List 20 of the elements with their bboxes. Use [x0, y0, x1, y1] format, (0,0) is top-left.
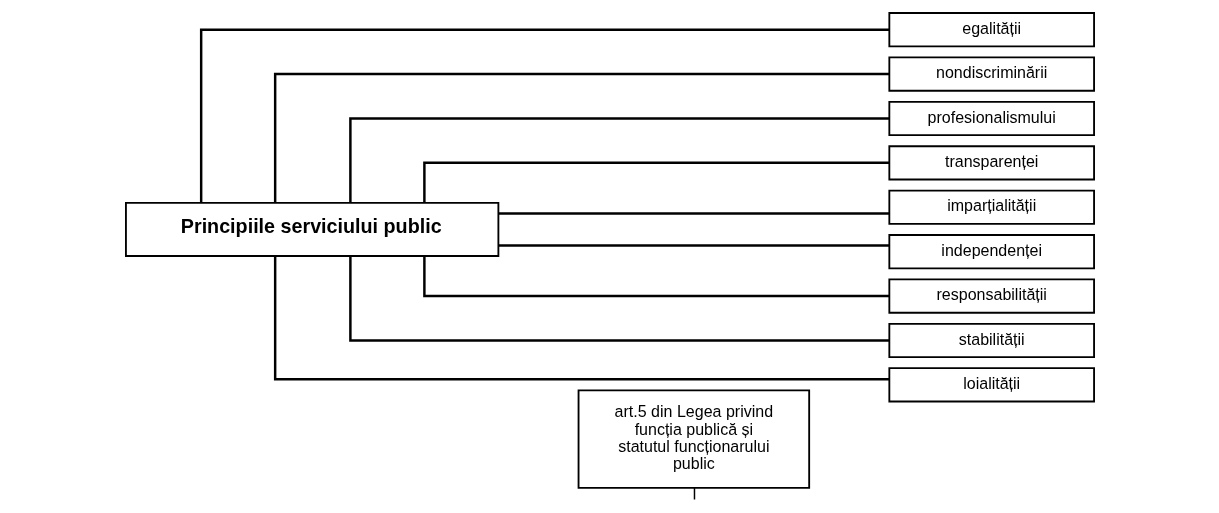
connector: [348, 256, 889, 342]
node-box: loialității: [887, 367, 1095, 403]
connector: [422, 161, 889, 203]
connector: [273, 72, 889, 203]
node-box: transparenței: [887, 145, 1095, 181]
node-box: profesionalismului: [887, 100, 1095, 137]
node-box: Principiile serviciului public: [124, 202, 499, 257]
connector: [498, 244, 889, 247]
connector: [422, 256, 889, 298]
connector: [498, 212, 889, 215]
node-box: art.5 din Legea privind funcția publică și statutul funcționarului public: [577, 389, 810, 489]
node-box: stabilității: [887, 322, 1095, 359]
node-box: imparțialității: [887, 189, 1095, 225]
node-box: egalității: [887, 12, 1095, 48]
connector: [199, 28, 889, 203]
connector: [273, 256, 889, 381]
node-box: responsabilității: [887, 278, 1095, 314]
node-box: nondiscriminării: [887, 56, 1095, 92]
connector: [348, 117, 889, 203]
node-box: independenței: [887, 234, 1095, 270]
